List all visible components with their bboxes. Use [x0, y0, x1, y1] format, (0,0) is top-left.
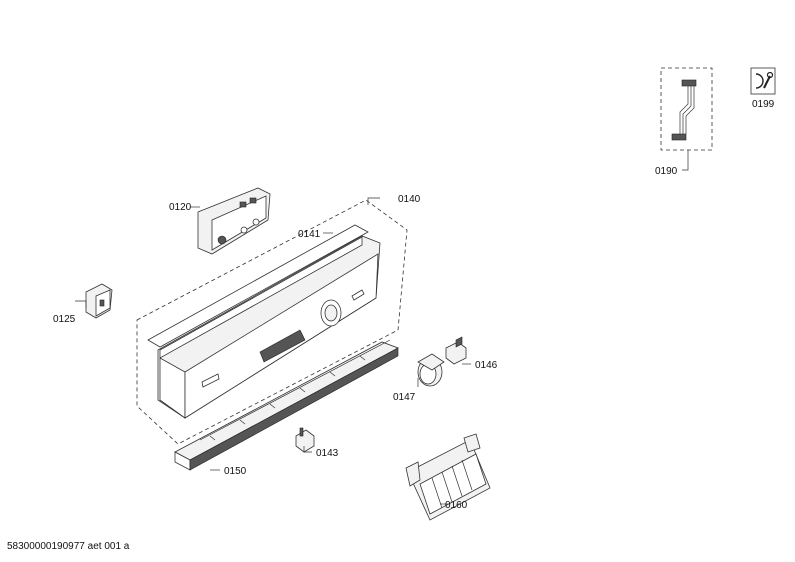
leader-lines [75, 150, 689, 505]
label-0143: 0143 [316, 448, 339, 459]
handle-strip-0150 [174, 339, 399, 471]
knob-0147 [417, 353, 445, 387]
holder-0160 [405, 433, 491, 521]
label-0160: 0160 [445, 500, 468, 511]
module-0120 [197, 187, 271, 255]
bracket-0125 [85, 283, 113, 319]
label-0141: 0141 [298, 229, 321, 240]
clip-0146 [445, 336, 467, 365]
label-0140: 0140 [398, 194, 421, 205]
label-0120: 0120 [169, 202, 192, 213]
label-0199: 0199 [752, 99, 775, 110]
label-0146: 0146 [475, 360, 498, 371]
label-0190: 0190 [655, 166, 678, 177]
assembly-outline-0140 [136, 199, 408, 445]
label-0150: 0150 [224, 466, 247, 477]
document-footer-id: 58300000190977 aet 001 a [7, 541, 130, 552]
label-0147: 0147 [393, 392, 416, 403]
clip-0143 [295, 427, 315, 453]
service-tool-icon-0199 [750, 67, 776, 95]
label-0125: 0125 [53, 314, 76, 325]
control-panel-0141 [147, 224, 381, 419]
wiring-harness-0190 [660, 67, 713, 151]
